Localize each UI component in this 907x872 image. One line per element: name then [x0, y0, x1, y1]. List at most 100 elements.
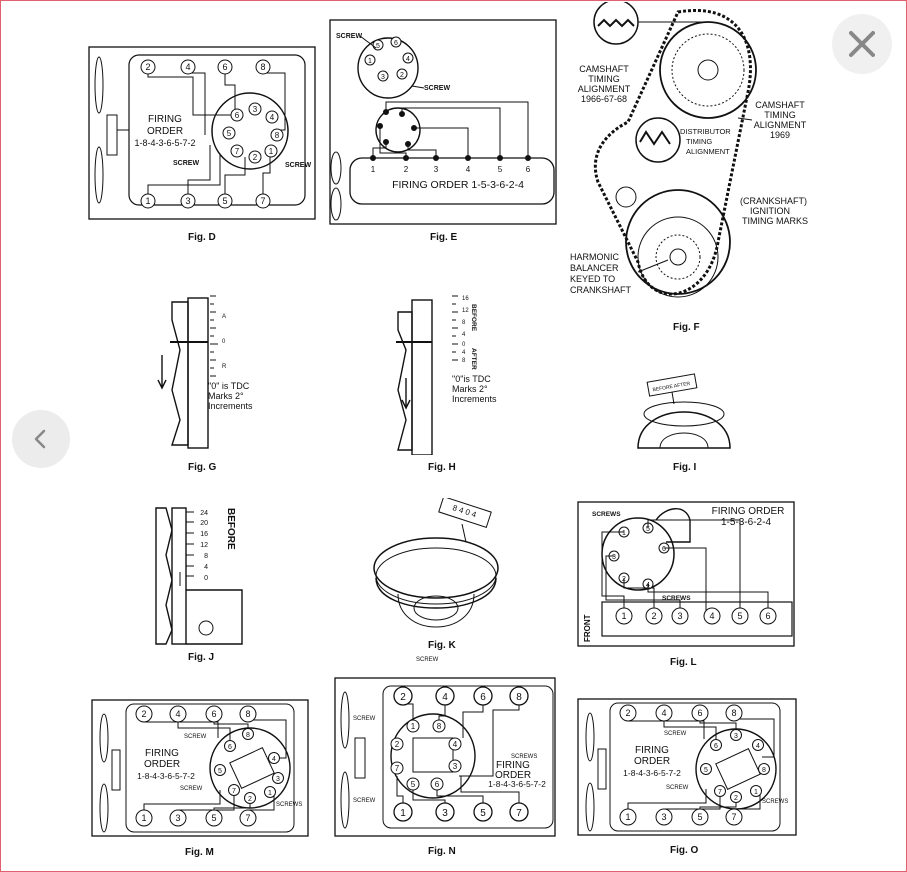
svg-text:8: 8 [516, 692, 522, 703]
svg-text:6: 6 [235, 111, 240, 120]
previous-button[interactable] [12, 410, 70, 468]
screw-label-right: SCREW [424, 85, 450, 92]
svg-text:3: 3 [734, 733, 738, 740]
svg-text:(CRANKSHAFT): (CRANKSHAFT) [740, 196, 807, 206]
svg-text:TIMING MARKS: TIMING MARKS [742, 216, 808, 226]
firing-order: 1-8-4-3-6-5-7-2 [137, 771, 195, 781]
svg-text:"0"is TDC: "0"is TDC [452, 374, 491, 384]
firing-order: 1-8-4-3-6-5-7-2 [134, 138, 195, 148]
front-label: FRONT [583, 614, 592, 642]
fig-m-caption: Fig. M [185, 847, 214, 858]
screw-label: SCREW [664, 731, 687, 737]
svg-text:CRANKSHAFT: CRANKSHAFT [570, 285, 632, 295]
distributor-label: DISTRIBUTOR TIMING ALIGNMENT [680, 127, 731, 156]
svg-text:6: 6 [211, 709, 216, 719]
svg-text:7: 7 [232, 788, 236, 795]
balancer-label: HARMONIC BALANCER KEYED TO CRANKSHAFT [570, 252, 632, 295]
fig-g: A 0 R "0" is TDC Marks 2° Increments [150, 290, 270, 455]
svg-text:4: 4 [175, 709, 180, 719]
svg-text:12: 12 [462, 308, 469, 314]
close-button[interactable] [832, 14, 892, 74]
svg-text:Increments: Increments [452, 394, 497, 404]
svg-text:1: 1 [622, 530, 626, 537]
svg-text:0: 0 [204, 575, 208, 582]
camshaft-label-2: CAMSHAFT TIMING ALIGNMENT 1969 [754, 100, 807, 140]
svg-text:5: 5 [211, 813, 216, 823]
firing-label: FIRING [635, 745, 669, 756]
firing-label: FIRING [148, 114, 182, 125]
svg-text:1: 1 [621, 611, 626, 621]
firing-order: 1-8-4-3-6-5-7-2 [488, 779, 546, 789]
svg-text:6: 6 [526, 165, 531, 174]
svg-text:8: 8 [462, 358, 466, 364]
cap-terminals: 1 5 3 6 2 4 [608, 522, 670, 590]
svg-text:1: 1 [368, 58, 372, 65]
svg-text:8: 8 [762, 767, 766, 774]
order-label: ORDER [147, 126, 183, 137]
screw-label-lower: SCREW [353, 798, 376, 804]
svg-text:1: 1 [141, 813, 146, 823]
svg-text:R: R [222, 364, 227, 370]
svg-text:6: 6 [697, 708, 702, 718]
svg-text:6: 6 [480, 692, 486, 703]
svg-text:AFTER: AFTER [470, 348, 477, 370]
svg-text:1: 1 [625, 812, 630, 822]
screws-label-bottom: SCREWS [662, 595, 691, 602]
svg-text:5: 5 [704, 767, 708, 774]
svg-text:7: 7 [260, 196, 265, 206]
distributor-cap-terminals: 1 8 2 4 7 3 5 6 [390, 719, 462, 791]
svg-text:4: 4 [756, 743, 760, 750]
svg-text:1969: 1969 [770, 130, 790, 140]
svg-text:0: 0 [222, 339, 226, 345]
svg-text:2: 2 [625, 708, 630, 718]
fig-o-caption: Fig. O [670, 845, 699, 856]
svg-text:3: 3 [677, 611, 682, 621]
svg-text:TIMING: TIMING [764, 110, 796, 120]
svg-text:6: 6 [714, 743, 718, 750]
svg-text:5: 5 [411, 780, 416, 789]
top-cylinders: 2 4 6 8 [393, 686, 529, 706]
tdc-note: "0"is TDC Marks 2° Increments [452, 374, 497, 404]
fig-d-caption: Fig. D [188, 232, 216, 243]
svg-text:2: 2 [400, 72, 404, 79]
svg-text:4: 4 [442, 692, 448, 703]
svg-text:TIMING: TIMING [686, 137, 712, 146]
svg-text:5: 5 [218, 768, 222, 775]
svg-text:2: 2 [248, 796, 252, 803]
fig-k: 8 4 0 4 [368, 498, 528, 638]
svg-text:3: 3 [453, 762, 458, 771]
screws-label: SCREWS [276, 802, 302, 808]
svg-text:3: 3 [661, 812, 666, 822]
svg-text:CAMSHAFT: CAMSHAFT [755, 100, 805, 110]
svg-text:24: 24 [200, 510, 208, 517]
top-cylinders: 2 4 6 8 [135, 705, 257, 723]
svg-text:6: 6 [222, 62, 227, 72]
svg-text:7: 7 [718, 789, 722, 796]
fig-n: 2 4 6 8 1 3 5 7 1 8 2 4 7 3 5 6 SCREW SC… [333, 676, 558, 840]
svg-text:Marks 2°: Marks 2° [208, 391, 244, 401]
svg-text:4: 4 [453, 740, 458, 749]
svg-text:5: 5 [697, 812, 702, 822]
svg-text:16: 16 [200, 531, 208, 538]
camshaft-label-1: CAMSHAFT TIMING ALIGNMENT 1966-67-68 [578, 64, 631, 104]
svg-text:5: 5 [222, 196, 227, 206]
bottom-cylinders: 1 3 5 7 [393, 802, 529, 822]
svg-text:4: 4 [709, 611, 714, 621]
fig-f: CAMSHAFT TIMING ALIGNMENT 1966-67-68 CAM… [568, 2, 828, 320]
screw-label-lower: SCREW [180, 786, 203, 792]
svg-text:2: 2 [400, 692, 406, 703]
fig-o: 2 4 6 8 1 3 5 7 6 3 4 5 8 7 2 1 FIRING O… [576, 697, 798, 839]
scale-labels: 24 20 16 12 8 4 0 [200, 510, 208, 582]
fig-k-caption: Fig. K [428, 640, 456, 651]
svg-text:5: 5 [480, 808, 486, 819]
svg-text:Increments: Increments [208, 401, 253, 411]
svg-text:1: 1 [268, 790, 272, 797]
svg-text:4: 4 [462, 350, 466, 356]
fig-h-caption: Fig. H [428, 462, 456, 473]
svg-text:2: 2 [651, 611, 656, 621]
svg-text:1: 1 [145, 196, 150, 206]
fig-e: 5 6 1 3 4 2 1 2 3 4 5 6 FIRING ORDER 1-5… [328, 18, 558, 228]
fig-j-caption: Fig. J [188, 652, 215, 663]
svg-text:4: 4 [462, 332, 466, 338]
svg-text:8: 8 [260, 62, 265, 72]
